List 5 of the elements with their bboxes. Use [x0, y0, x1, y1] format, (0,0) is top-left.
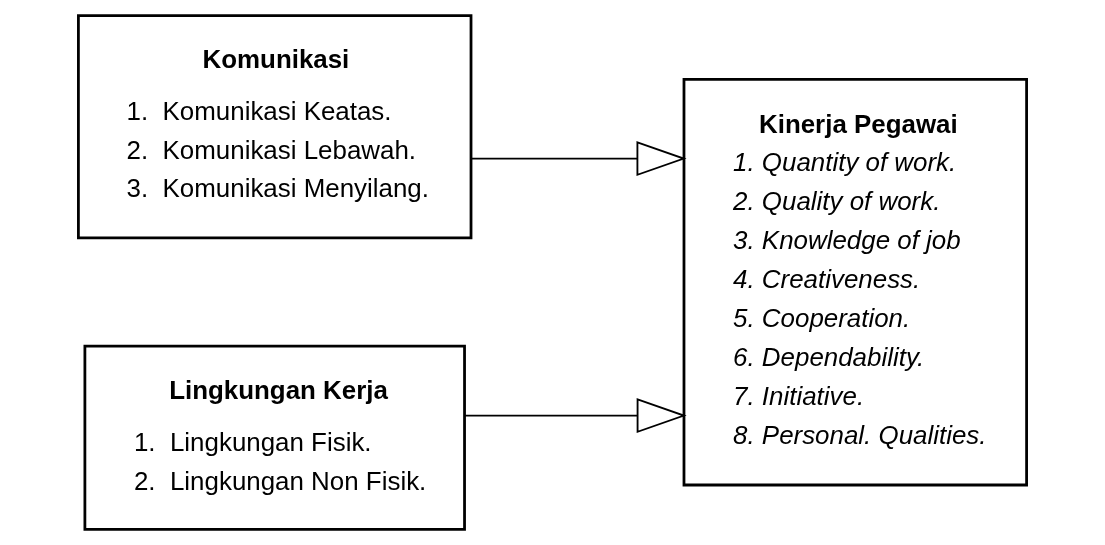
- arrow: [470, 141, 687, 177]
- node-box: Lingkungan Kerja 1. Lingkungan Fisik. 2. Lingkungan Non Fisik.: [83, 344, 466, 531]
- node-box: Komunikasi 1. Komunikasi Keatas. 2. Komunikasi Lebawah. 3. Komunikasi Menyilang.: [77, 14, 473, 240]
- node-box: Kinerja Pegawai 1. Quantity of work. 2. Quality of work. 3. Knowledge of job 4. Creativeness. 5. Cooperation. 6. Dependability. 7. Initiative. 8. Personal. Qualities.: [682, 78, 1028, 487]
- arrow: [463, 398, 687, 434]
